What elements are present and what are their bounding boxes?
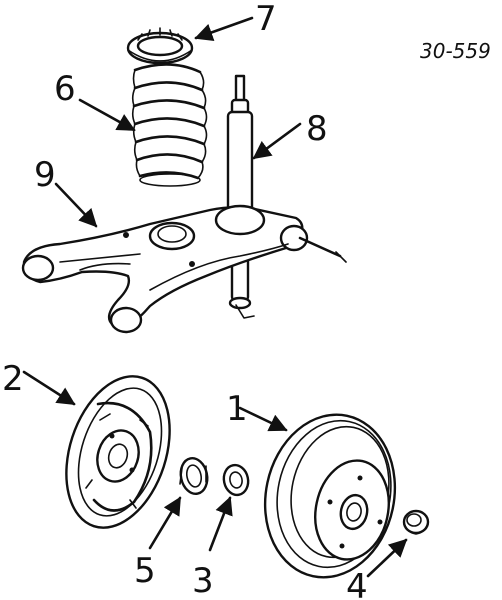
bearing-part-3 [222, 463, 250, 497]
bearing-part-5 [179, 456, 209, 496]
control-arm-part-9 [21, 204, 347, 334]
callout-2: 2 [2, 359, 24, 399]
reference-code: 30-559 [420, 39, 491, 63]
shock-absorber-part-8 [224, 74, 256, 319]
spring-seat-part-7 [126, 27, 194, 65]
callout-4: 4 [346, 567, 368, 600]
callout-3: 3 [192, 561, 214, 600]
callout-5: 5 [134, 551, 156, 591]
callout-7: 7 [255, 0, 277, 39]
callout-1: 1 [226, 389, 248, 429]
leader-lines [22, 16, 408, 578]
coil-spring-part-6 [131, 63, 208, 187]
callout-9: 9 [34, 155, 56, 195]
callout-8: 8 [306, 109, 328, 149]
brake-backing-plate-part-2 [65, 375, 171, 529]
grease-cap-part-4 [402, 509, 430, 535]
callout-6: 6 [54, 69, 76, 109]
brake-drum-part-1 [263, 413, 397, 579]
